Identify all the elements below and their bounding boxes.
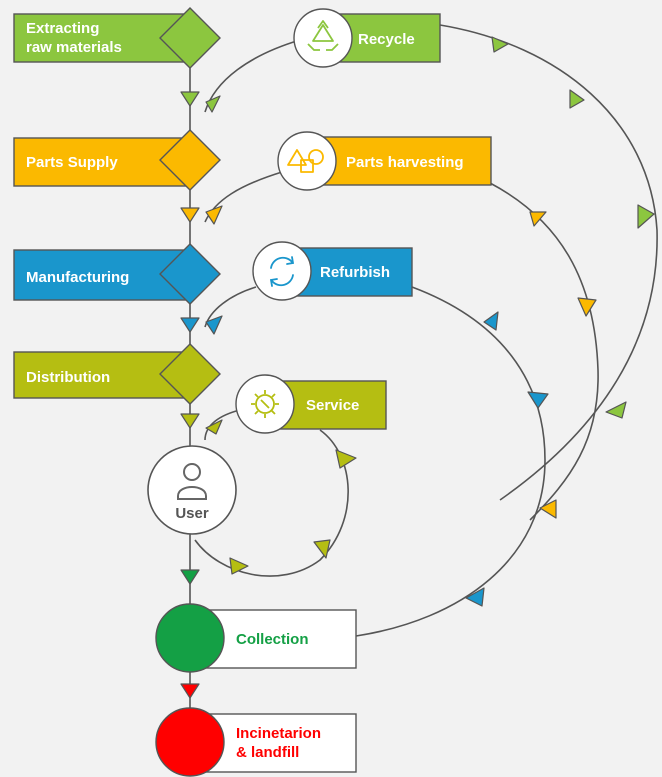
collection-label: Collection (236, 631, 309, 648)
service-arrowhead-2 (313, 539, 331, 559)
recycle-icon (307, 20, 339, 51)
shapes-icon (287, 149, 324, 173)
parts-supply-label: Parts Supply (26, 154, 118, 171)
spine-arrowhead-manufacturing (180, 317, 200, 333)
refurbish-arrowhead-1 (483, 311, 499, 331)
parts-arrowhead-2 (577, 297, 597, 317)
refurbish-arc-outer (355, 286, 546, 637)
raw-materials-label-1: Extracting (26, 20, 99, 37)
raw-materials-diamond (159, 7, 221, 69)
manufacturing-label: Manufacturing (26, 269, 129, 286)
parts-arrowhead-3 (539, 499, 557, 519)
refresh-icon-circle (252, 241, 312, 301)
service-arrowhead-4 (205, 419, 223, 435)
gear-wrench-icon (251, 390, 279, 418)
service-arc-inner (204, 409, 241, 441)
recycle-arrowhead-1 (491, 36, 509, 53)
parts-arrowhead-1 (529, 211, 547, 227)
recycle-arrowhead-2 (569, 89, 585, 109)
recycle-arrowhead-3 (637, 204, 655, 229)
spine-arrowhead-collection (180, 683, 200, 699)
parts-harvesting-label: Parts harvesting (346, 154, 464, 171)
collection-circle (155, 603, 225, 673)
spine-arrowhead-user (180, 569, 200, 585)
service-arrowhead-3 (229, 557, 249, 575)
service-arrowhead-1 (335, 449, 357, 469)
manufacturing-diamond (159, 243, 221, 305)
incineration-label-2: & landfill (236, 744, 299, 761)
raw-materials-label-2: raw materials (26, 39, 122, 56)
parts-harvesting-box (306, 136, 492, 186)
recycle-arc-outer (439, 24, 658, 501)
refurbish-label: Refurbish (320, 264, 390, 281)
shapes-icon-circle (277, 131, 337, 191)
refresh-icon (269, 256, 295, 287)
user-circle (147, 445, 237, 535)
refurbish-arrowhead-2 (527, 391, 549, 409)
spine-arrowhead-parts (180, 207, 200, 223)
recycle-arrowhead-4 (605, 401, 627, 419)
refurbish-arrowhead-3 (465, 587, 485, 607)
service-label: Service (306, 397, 359, 414)
incineration-circle (155, 707, 225, 777)
recycle-arrowhead-5 (205, 95, 221, 113)
refurbish-arrowhead-4 (205, 315, 223, 335)
spine-arrowhead-distribution (180, 413, 200, 429)
parts-supply-diamond (159, 129, 221, 191)
parts-harvesting-arc-outer (489, 182, 599, 521)
distribution-diamond (159, 343, 221, 405)
spine-arrowhead-raw (180, 91, 200, 107)
recycle-arc-inner (204, 39, 301, 113)
distribution-label: Distribution (26, 369, 110, 386)
incineration-label-1: Incinetarion (236, 725, 321, 742)
recycle-icon-circle (293, 8, 353, 68)
recycle-label: Recycle (358, 31, 415, 48)
user-icon (177, 463, 207, 500)
user-label: User (175, 505, 209, 522)
parts-arrowhead-4 (205, 205, 223, 225)
